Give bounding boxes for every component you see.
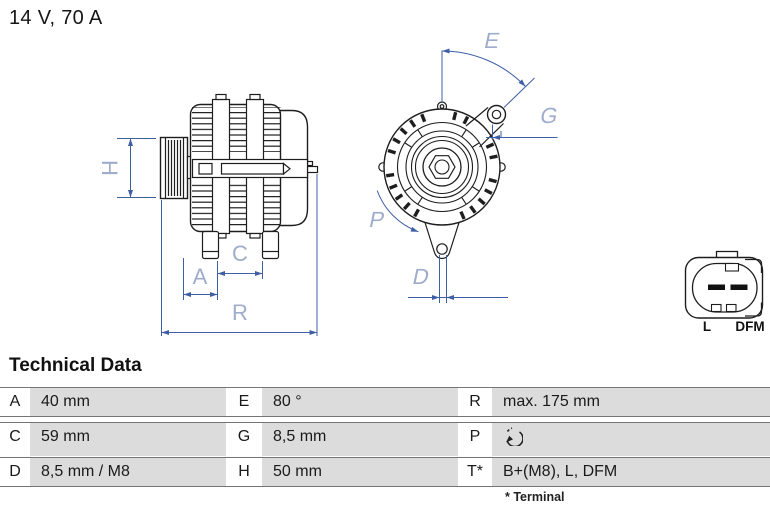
terminal-label-dfm: DFM	[735, 319, 765, 334]
side-view-dimensions	[117, 138, 318, 336]
spec-key: D	[0, 458, 30, 486]
spec-key: A	[0, 388, 30, 416]
page-title: 14 V, 70 A	[9, 7, 103, 29]
front-view-dimensions	[376, 50, 558, 303]
spec-value: 40 mm	[30, 388, 226, 416]
spec-key: H	[226, 458, 262, 486]
spec-value: 8,5 mm / M8	[30, 458, 226, 486]
dimension-label-a: A	[192, 264, 208, 289]
spec-value: B+(M8), L, DFM	[492, 458, 770, 486]
dimension-label-g: G	[537, 103, 561, 128]
dimension-label-r: R	[232, 300, 248, 325]
spec-key: G	[226, 423, 262, 456]
spec-key: P	[458, 423, 492, 456]
spec-value: max. 175 mm	[492, 388, 770, 416]
dimension-label-p: P	[367, 207, 388, 232]
table-row: C 59 mm G 8,5 mm P	[0, 422, 770, 456]
spec-value	[492, 423, 770, 456]
table-row: D 8,5 mm / M8 H 50 mm T* B+(M8), L, DFM	[0, 457, 770, 487]
dimension-label-d: D	[410, 264, 432, 289]
spec-key: R	[458, 388, 492, 416]
table-row: A 40 mm E 80 ° R max. 175 mm	[0, 387, 770, 417]
spec-value: 59 mm	[30, 423, 226, 456]
connector-detail	[684, 250, 764, 319]
alternator-technical-drawing: H A C R E G P D L DFM	[97, 28, 765, 336]
spec-key: T*	[458, 458, 492, 486]
dimension-label-c: C	[232, 241, 248, 266]
technical-data-table: A 40 mm E 80 ° R max. 175 mm C 59 mm G 8…	[0, 387, 770, 492]
terminal-footnote: * Terminal	[505, 490, 565, 504]
spec-value: 50 mm	[262, 458, 458, 486]
spec-value: 80 °	[262, 388, 458, 416]
rotation-direction-icon	[503, 426, 524, 456]
drawing-canvas	[117, 48, 764, 336]
front-view	[378, 101, 507, 260]
dimension-label-e: E	[482, 28, 503, 53]
spec-key: E	[226, 388, 262, 416]
technical-data-heading: Technical Data	[9, 355, 142, 376]
terminal-label-l: L	[702, 319, 712, 334]
side-view	[159, 93, 319, 260]
dimension-label-h: H	[97, 160, 122, 176]
spec-key: C	[0, 423, 30, 456]
spec-value: 8,5 mm	[262, 423, 458, 456]
